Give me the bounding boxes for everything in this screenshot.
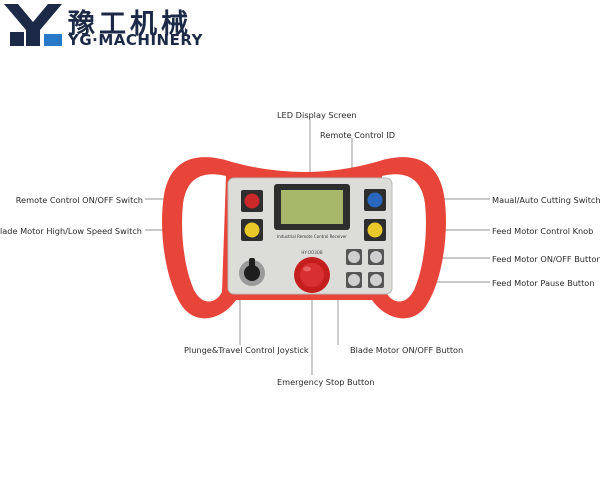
emergency-stop-button[interactable] bbox=[294, 257, 330, 293]
model-text: HY-OO3OB bbox=[301, 250, 323, 255]
label-led-display-screen: LED Display Screen bbox=[277, 110, 357, 120]
label-emergency-stop: Emergency Stop Button bbox=[277, 377, 375, 387]
feed-motor-control-knob[interactable] bbox=[364, 219, 386, 241]
blade-speed-switch-button[interactable] bbox=[241, 219, 263, 241]
label-feed-motor-onoff: Feed Motor ON/OFF Button bbox=[492, 254, 600, 264]
label-joystick: Plunge&Travel Control Joystick bbox=[184, 345, 309, 355]
label-feed-motor-knob: Feed Motor Control Knob bbox=[492, 226, 594, 236]
led-display-screen bbox=[274, 184, 350, 230]
label-manual-auto-switch: Maual/Auto Cutting Switch bbox=[492, 195, 600, 205]
label-remote-control-id: Remote Control ID bbox=[320, 130, 396, 140]
panel-label: Industrial Remote Control Receiver bbox=[277, 234, 347, 239]
manual-auto-switch-button[interactable] bbox=[364, 189, 386, 211]
yg-logo-icon bbox=[4, 4, 62, 46]
feed-motor-onoff-button[interactable] bbox=[346, 249, 384, 265]
feed-motor-pause-button[interactable] bbox=[346, 272, 384, 288]
label-feed-motor-pause: Feed Motor Pause Button bbox=[492, 278, 595, 288]
label-blade-speed-switch: Blade Motor High/Low Speed Switch bbox=[0, 226, 142, 236]
brand-name-english: YG·MACHINERY bbox=[68, 31, 203, 49]
joystick-control[interactable] bbox=[239, 258, 265, 286]
brand-name-chinese: 豫工机械 bbox=[68, 9, 192, 40]
label-blade-motor-onoff: Blade Motor ON/OFF Button bbox=[350, 345, 464, 355]
remote-onoff-switch-button[interactable] bbox=[241, 190, 263, 212]
label-remote-onoff-switch: Remote Control ON/OFF Switch bbox=[15, 195, 143, 205]
